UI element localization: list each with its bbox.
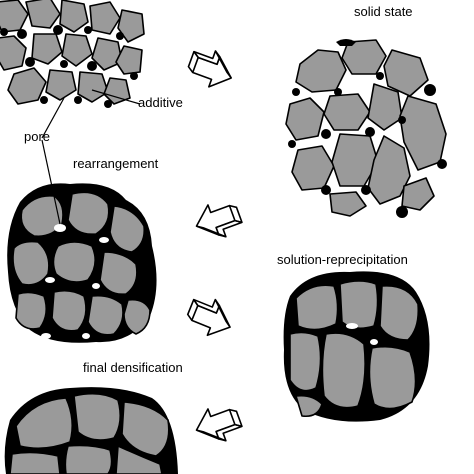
final-densification-cluster bbox=[4, 387, 178, 474]
initial-mixture bbox=[0, 0, 145, 139]
label-rearrangement: rearrangement bbox=[73, 156, 159, 171]
label-solution-reprecipitation: solution-reprecipitation bbox=[277, 252, 408, 267]
arrow-initial-to-solid-state bbox=[183, 43, 239, 94]
rearrangement-cluster bbox=[7, 139, 157, 343]
label-pore: pore bbox=[24, 129, 51, 144]
arrow-rearrangement-to-solution bbox=[182, 291, 239, 343]
arrow-solution-to-final bbox=[190, 399, 246, 450]
arrow-solid-state-to-rearrangement bbox=[190, 195, 246, 246]
solution-reprecipitation-cluster bbox=[283, 271, 430, 422]
solid-state-cluster bbox=[285, 39, 447, 218]
label-final-densification: final densification bbox=[83, 360, 183, 375]
label-additive: additive bbox=[138, 95, 183, 110]
label-solid-state: solid state bbox=[354, 4, 413, 19]
